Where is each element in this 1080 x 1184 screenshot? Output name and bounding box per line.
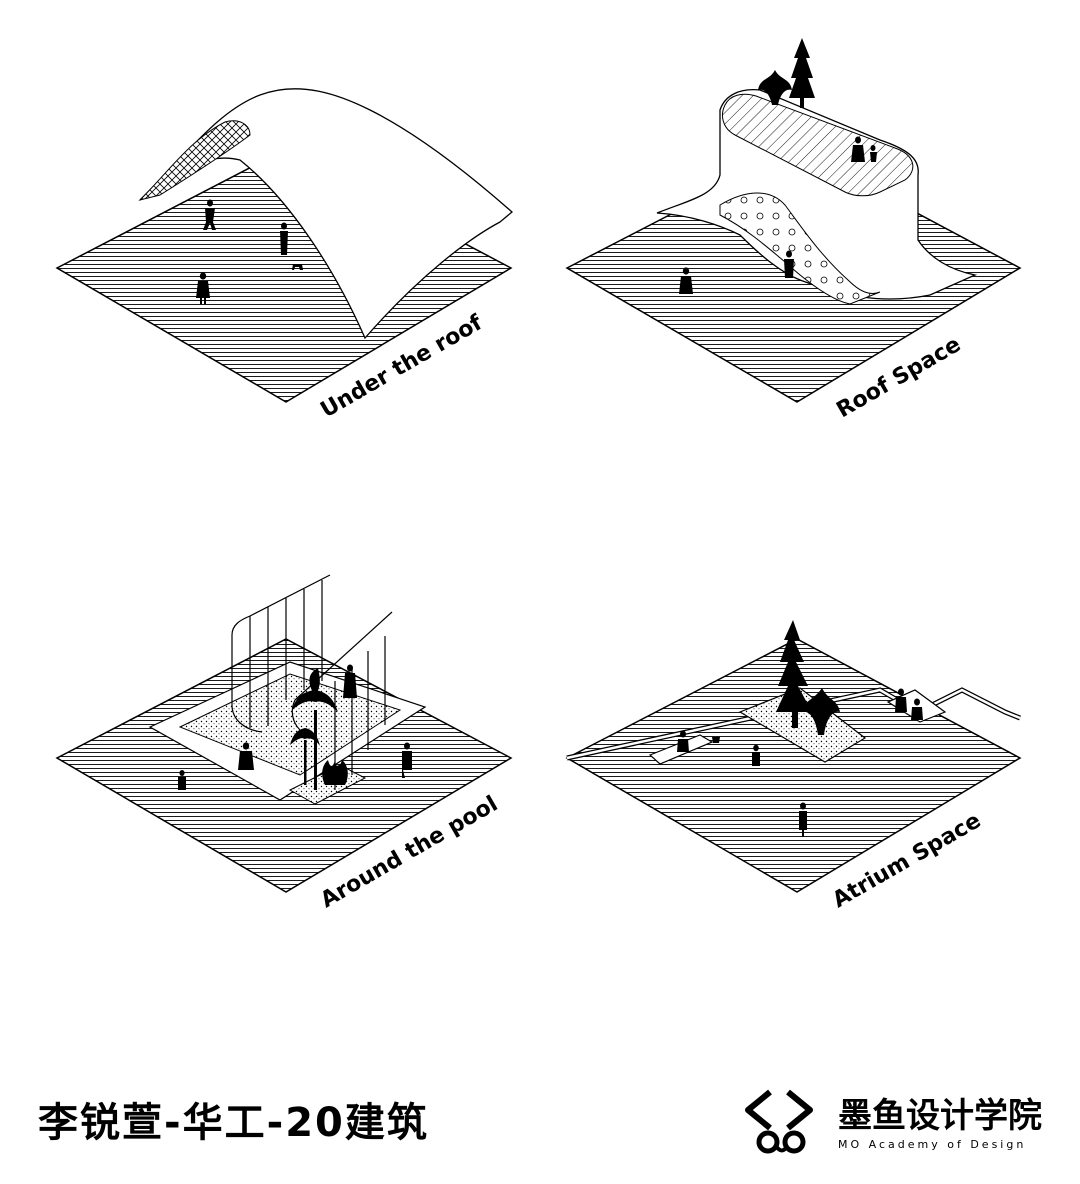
roof-deck xyxy=(722,93,914,197)
logo-name: 墨鱼设计学院 xyxy=(838,1096,1042,1136)
tree-icon xyxy=(758,38,815,108)
person-silhouette xyxy=(679,136,877,294)
person-silhouette xyxy=(196,199,303,304)
tree-planter xyxy=(738,687,867,763)
perforated-panel xyxy=(719,192,881,305)
palm-tree-icon xyxy=(290,668,348,790)
diagram-atrium-space: Atrium Space xyxy=(565,620,1022,913)
person-silhouette xyxy=(178,664,412,790)
gravel-path xyxy=(178,673,402,776)
brand-logo: 墨鱼设计学院 MO Academy of Design xyxy=(740,1080,1050,1160)
logo-mark-icon xyxy=(745,1089,813,1154)
roof-canopy xyxy=(139,88,513,340)
diagram-under-the-roof: Under the roof xyxy=(55,88,513,423)
footer-title: 李锐萱-华工-20建筑 xyxy=(38,1100,429,1146)
diagram-around-the-pool: Around the pool xyxy=(55,574,513,913)
logo-subtitle: MO Academy of Design xyxy=(838,1138,1027,1151)
glass-wall xyxy=(231,574,393,790)
tree-icon xyxy=(776,620,840,735)
roof-underside xyxy=(138,120,251,201)
person-silhouette xyxy=(677,688,923,837)
diagram-roof-space: Roof Space xyxy=(565,38,1022,423)
